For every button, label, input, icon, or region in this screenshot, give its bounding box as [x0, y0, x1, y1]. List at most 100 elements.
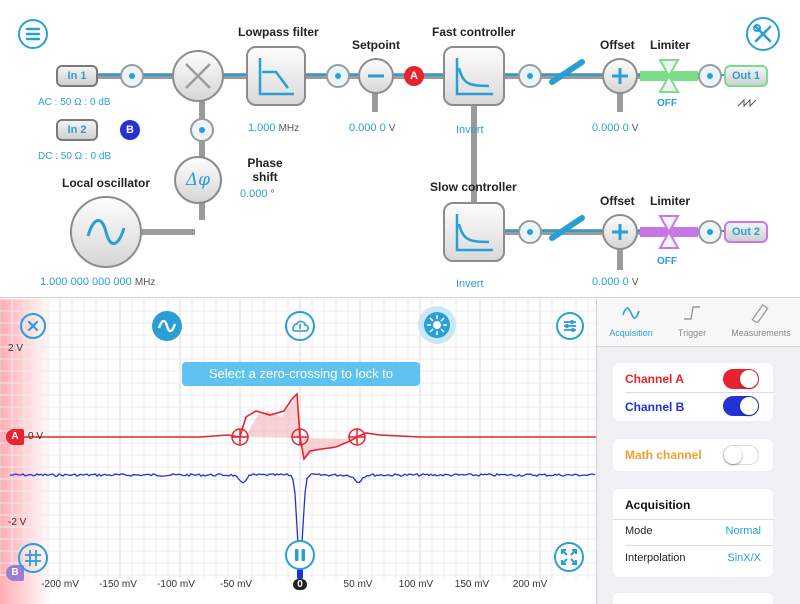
close-scope-button[interactable]	[20, 313, 46, 339]
oscilloscope-panel[interactable]: 2 V -2 V A 0 V B Select a zero-crossing …	[0, 299, 596, 604]
interpolation-label: Interpolation	[625, 552, 686, 564]
multiply-icon	[185, 63, 211, 89]
offset-2-value[interactable]: 0.000 0 V	[592, 276, 638, 288]
setpoint-title: Setpoint	[352, 38, 400, 52]
slow-controller-block[interactable]	[443, 202, 505, 262]
zero-crossing-banner: Select a zero-crossing to lock to	[182, 362, 420, 386]
fast-controller-invert[interactable]: Invert	[456, 124, 484, 136]
channel-b-label: Channel B	[625, 400, 685, 414]
setpoint-value[interactable]: 0.000 0 V	[349, 122, 395, 134]
node-out1[interactable]	[698, 64, 722, 88]
block-diagram: In 1 AC : 50 Ω : 0 dB In 2 B DC : 50 Ω :…	[0, 0, 800, 298]
phase-shift-value-number: 0.000	[240, 188, 268, 200]
math-card: Math channel	[613, 439, 773, 471]
limiter-2-state[interactable]: OFF	[657, 256, 677, 267]
upload-button[interactable]	[285, 311, 315, 341]
x-tick-label: 0	[276, 579, 324, 590]
phase-shifter[interactable]: Δφ	[174, 156, 222, 204]
laser-button[interactable]	[418, 306, 456, 344]
offset-1-value[interactable]: 0.000 0 V	[592, 122, 638, 134]
math-channel-toggle[interactable]	[723, 445, 759, 465]
channel-a-toggle[interactable]	[723, 369, 759, 389]
channel-a-label: Channel A	[625, 372, 684, 386]
lowpass-filter-block[interactable]	[246, 46, 306, 106]
pause-icon	[295, 549, 305, 561]
x-tick-label: 100 mV	[398, 579, 434, 590]
waveform-button[interactable]	[152, 311, 182, 341]
sun-icon	[427, 315, 447, 335]
lowpass-value-number: 1.000	[248, 122, 276, 134]
node-fast-out[interactable]	[518, 64, 542, 88]
node-in1[interactable]	[120, 64, 144, 88]
channel-b-marker[interactable]: B	[6, 565, 24, 581]
mixer[interactable]	[172, 50, 224, 102]
trigger-icon	[684, 306, 700, 320]
fast-controller-block[interactable]	[443, 46, 505, 106]
local-oscillator-value[interactable]: 1.000 000 000 000 MHz	[40, 276, 155, 288]
interpolation-value[interactable]: SinX/X	[727, 552, 761, 564]
grid-icon	[25, 550, 41, 566]
ruler-icon	[751, 304, 769, 324]
fast-controller-title: Fast controller	[432, 25, 516, 39]
menu-icon	[25, 27, 41, 41]
autoscale-button[interactable]	[554, 542, 584, 572]
settings-button[interactable]	[746, 17, 780, 51]
offset-2-add[interactable]	[602, 214, 638, 250]
output-2-port[interactable]: Out 2	[724, 221, 768, 243]
setpoint-subtract[interactable]	[358, 58, 394, 94]
tab-trigger[interactable]: Trigger	[667, 303, 717, 343]
mode-label: Mode	[625, 525, 653, 537]
input-2-info: DC : 50 Ω : 0 dB	[38, 151, 112, 162]
phase-shift-title: Phase shift	[247, 156, 283, 184]
offset-1-value-number: 0.000 0	[592, 122, 629, 134]
node-out2[interactable]	[698, 220, 722, 244]
offset-2-value-number: 0.000 0	[592, 276, 629, 288]
channel-b-toggle[interactable]	[723, 396, 759, 416]
node-slow-out[interactable]	[518, 220, 542, 244]
settings-sidebar: Acquisition Trigger Measurements Channel…	[596, 299, 800, 604]
acquisition-card: Acquisition Mode Normal Interpolation Si…	[613, 489, 773, 577]
tab-measurements[interactable]: Measurements	[721, 303, 800, 343]
controller-icon	[455, 58, 493, 96]
menu-button[interactable]	[18, 19, 48, 49]
phase-shift-value[interactable]: 0.000 °	[240, 188, 275, 200]
sine-wave-icon	[157, 319, 177, 333]
node-phase[interactable]	[190, 118, 214, 142]
node-post-filter[interactable]	[326, 64, 350, 88]
input-2-badge: B	[120, 120, 140, 140]
grid-toggle-button[interactable]	[18, 543, 48, 573]
input-1-port[interactable]: In 1	[56, 65, 98, 87]
offset-2-title: Offset	[600, 194, 635, 208]
tab-acquisition-label: Acquisition	[609, 328, 653, 338]
tab-trigger-label: Trigger	[677, 328, 707, 338]
lowpass-value[interactable]: 1.000 MHz	[248, 122, 299, 134]
input-1-info: AC : 50 Ω : 0 dB	[38, 97, 111, 108]
local-oscillator[interactable]	[70, 196, 142, 268]
mode-value[interactable]: Normal	[725, 525, 761, 537]
output-1-port[interactable]: Out 1	[724, 65, 768, 87]
offset-1-add[interactable]	[602, 58, 638, 94]
slow-controller-invert[interactable]: Invert	[456, 278, 484, 290]
tab-acquisition[interactable]: Acquisition	[601, 303, 661, 343]
x-tick-label: -50 mV	[219, 579, 253, 590]
math-channel-label: Math channel	[625, 448, 702, 462]
controller-icon	[455, 214, 493, 252]
sine-wave-icon	[86, 219, 126, 245]
minus-icon	[368, 74, 384, 78]
offset-1-value-unit: V	[631, 123, 639, 134]
x-tick-label: 150 mV	[454, 579, 490, 590]
setpoint-value-unit: V	[388, 123, 396, 134]
lowpass-icon	[258, 58, 294, 96]
limiter-2-title: Limiter	[650, 194, 691, 208]
acq-divider-1	[613, 519, 773, 520]
plus-icon	[612, 224, 628, 240]
sine-wave-icon	[622, 307, 640, 319]
input-2-port[interactable]: In 2	[56, 119, 98, 141]
pause-button[interactable]	[285, 540, 315, 570]
scope-settings-button[interactable]	[556, 312, 584, 340]
channel-a-marker[interactable]: A	[6, 429, 24, 445]
laser-inner	[424, 312, 450, 338]
setpoint-value-number: 0.000 0	[349, 122, 386, 134]
limiter-1-state[interactable]: OFF	[657, 98, 677, 109]
